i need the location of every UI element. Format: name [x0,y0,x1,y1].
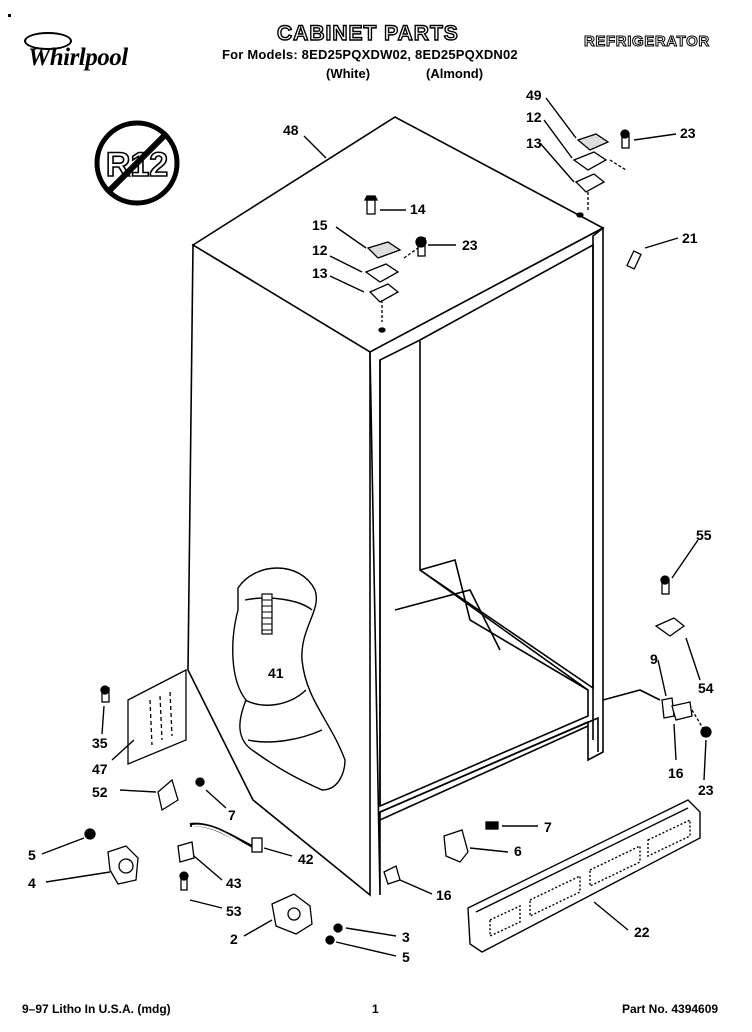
color-label-almond: (Almond) [426,66,484,81]
page-title: CABINET PARTS [276,21,459,45]
callout-16: 16 [668,765,684,781]
product-category: REFRIGERATOR [584,33,710,51]
callout-22: 22 [634,924,650,940]
callout-41: 41 [268,665,284,681]
callout-23: 23 [698,782,714,798]
callout-4: 4 [28,875,36,891]
callout-49: 49 [526,87,542,103]
center-hinge-assembly [363,195,427,333]
leader-lines [41,97,707,957]
logo-ring-icon [24,32,72,50]
callout-48: 48 [283,122,299,138]
callout-2: 2 [230,931,238,947]
callout-35: 35 [92,735,108,751]
callout-7: 7 [228,807,236,823]
callout-12: 12 [526,109,542,125]
callout-5: 5 [28,847,36,863]
lower-center-parts [271,821,499,945]
brand-name: Whirlpool [28,44,128,71]
brand-logo: Whirlpool [22,32,152,74]
callout-42: 42 [298,851,314,867]
callout-47: 47 [92,761,108,777]
callout-5: 5 [402,949,410,965]
callout-14: 14 [410,201,426,217]
callout-21: 21 [682,230,698,246]
callout-6: 6 [514,843,522,859]
callout-54: 54 [698,680,714,696]
lower-left-parts [84,822,263,891]
page-number: 1 [372,1002,379,1016]
part-number: Part No. 4394609 [622,1002,719,1016]
cabinet-cutaway [232,567,346,791]
callout-23: 23 [680,125,696,141]
callout-53: 53 [226,903,242,919]
base-grille [467,799,701,953]
callout-3: 3 [402,929,410,945]
cabinet-body [187,116,661,897]
callout-16: 16 [436,887,452,903]
callout-55: 55 [696,527,712,543]
callout-9: 9 [650,651,658,667]
callout-13: 13 [312,265,328,281]
callout-numbers: 48 15 14 12 13 23 49 12 13 23 21 41 55 5… [28,87,714,965]
callout-7: 7 [544,819,552,835]
heater-coil-icon [261,593,273,635]
left-side-parts [100,668,205,812]
callout-43: 43 [226,875,242,891]
corner-mark [8,14,11,17]
r12-prohibited-icon: R12 [94,120,180,206]
print-info: 9–97 Litho In U.S.A. (mdg) [22,1002,171,1016]
color-label-white: (White) [326,66,371,81]
callout-13: 13 [526,135,542,151]
callout-15: 15 [312,217,328,233]
right-hinge-assembly [572,129,630,218]
part-21-clip-icon [626,250,642,270]
right-lower-parts [654,575,712,738]
callout-52: 52 [92,784,108,800]
callout-23: 23 [462,237,478,253]
callout-12: 12 [312,242,328,258]
model-numbers: For Models: 8ED25PQXDW02, 8ED25PQXDN02 [222,47,518,62]
